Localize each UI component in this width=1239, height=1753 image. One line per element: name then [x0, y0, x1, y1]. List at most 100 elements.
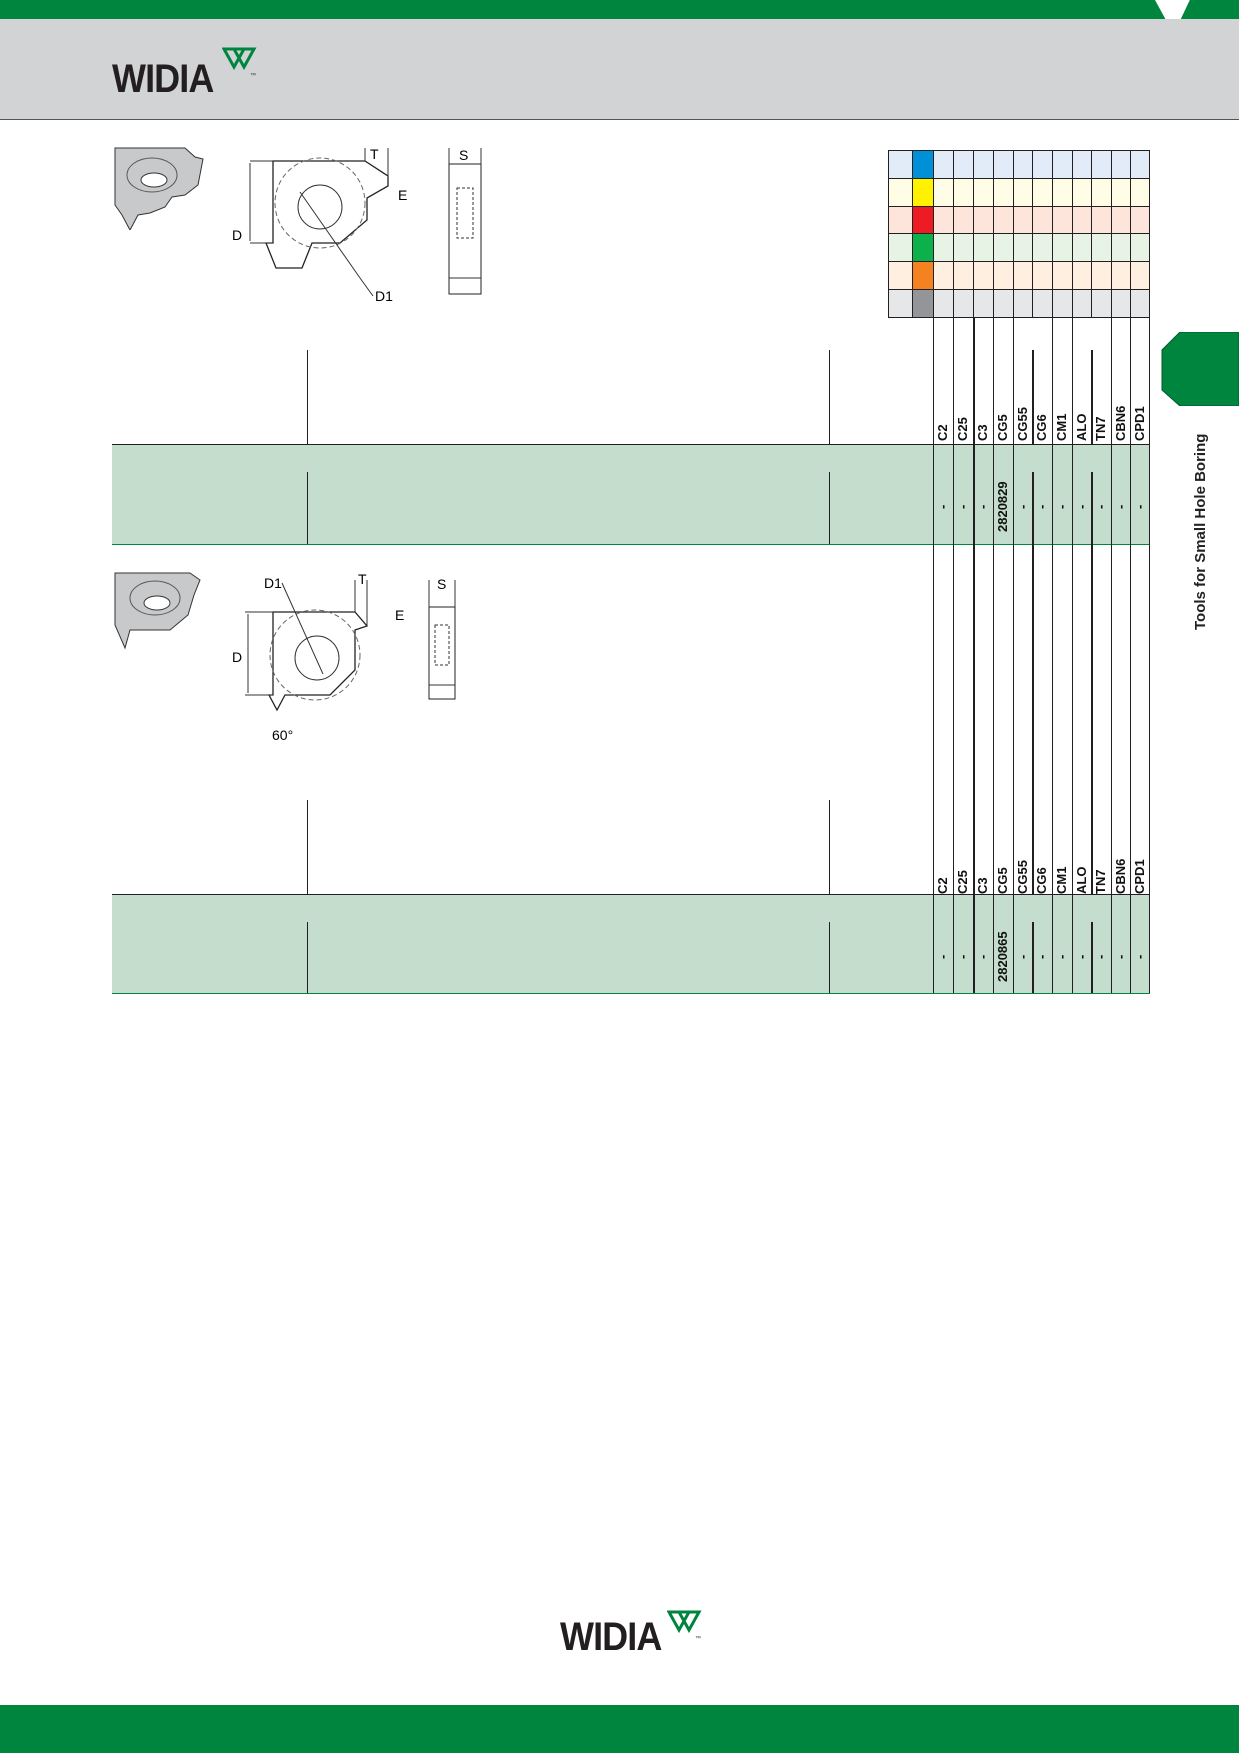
- matrix-cell: [1032, 289, 1053, 318]
- dim-d-label: D: [232, 649, 242, 665]
- matrix-cell: [993, 261, 1014, 290]
- column-divider: [953, 317, 954, 544]
- material-color-swatch: [912, 289, 934, 318]
- matrix-cell: [973, 150, 994, 179]
- material-color-swatch: [912, 206, 934, 234]
- grade-header-alo: ALO: [1074, 413, 1089, 441]
- matrix-cell: [953, 178, 974, 207]
- matrix-cell: [1013, 206, 1033, 234]
- matrix-cell: [1032, 206, 1053, 234]
- matrix-cell: [933, 233, 954, 262]
- matrix-cell: [1052, 150, 1073, 179]
- matrix-cell: [973, 289, 994, 318]
- grade-header-cpd1: CPD1: [1132, 406, 1147, 441]
- column-divider: [1130, 544, 1131, 993]
- column-divider: [829, 800, 830, 894]
- catalog-number-c3: -: [975, 504, 990, 510]
- catalog-number-cg55: -: [1015, 954, 1030, 959]
- matrix-cell: [1111, 233, 1131, 262]
- matrix-cell: [953, 289, 974, 318]
- column-divider: [1149, 317, 1150, 544]
- grade-header-c2: C2: [935, 877, 950, 894]
- column-divider: [1091, 544, 1093, 894]
- row-divider: [112, 894, 1150, 895]
- matrix-cell: [1130, 150, 1150, 179]
- matrix-cell: [993, 233, 1014, 262]
- matrix-cell: [953, 261, 974, 290]
- matrix-cell: [973, 261, 994, 290]
- grade-header-cg55: CG55: [1015, 407, 1030, 441]
- matrix-cell: [1013, 289, 1033, 318]
- catalog-number-c2: -: [935, 504, 950, 510]
- column-divider: [1013, 544, 1014, 993]
- matrix-cell: [1013, 150, 1033, 179]
- column-divider: [307, 800, 308, 894]
- column-divider: [829, 922, 830, 993]
- catalog-number-cg5: 2820865: [995, 931, 1010, 982]
- matrix-cell: [1130, 206, 1150, 234]
- insert-top-view-drawing: T E D D1 60°: [232, 571, 404, 743]
- dim-d1-label: D1: [375, 288, 393, 304]
- catalog-number-cbn6: -: [1113, 954, 1128, 959]
- insert-side-view-drawing: S: [448, 148, 482, 295]
- column-divider: [1091, 922, 1093, 993]
- column-divider: [1032, 472, 1034, 544]
- column-divider: [973, 317, 975, 544]
- catalog-number-cg6: -: [1034, 504, 1049, 510]
- catalog-number-cg5: 2820829: [995, 481, 1010, 533]
- matrix-cell: [993, 206, 1014, 234]
- grade-header-cm1: CM1: [1054, 866, 1069, 894]
- dim-t-label: T: [358, 571, 367, 587]
- matrix-cell: [1032, 261, 1053, 290]
- matrix-cell: [973, 206, 994, 234]
- dim-e-label: E: [395, 607, 404, 623]
- matrix-cell: [933, 178, 954, 207]
- matrix-cell: [1013, 178, 1033, 207]
- widia-logo: WIDIA: [112, 57, 214, 101]
- dim-s-label: S: [437, 576, 446, 592]
- dim-d1-label: D1: [264, 575, 282, 591]
- grade-header-c2: C2: [935, 424, 950, 441]
- column-divider: [1032, 922, 1034, 993]
- column-divider: [1091, 350, 1093, 444]
- grade-header-cbn6: CBN6: [1113, 405, 1128, 441]
- matrix-cell: [1032, 178, 1053, 207]
- column-divider: [1130, 317, 1131, 544]
- product-row: [112, 444, 1150, 544]
- column-divider: [953, 544, 954, 993]
- column-divider: [1052, 544, 1053, 993]
- grade-header-tn7: TN7: [1093, 416, 1108, 441]
- matrix-cell: [933, 150, 954, 179]
- matrix-cell: [953, 150, 974, 179]
- matrix-cell: [933, 289, 954, 318]
- matrix-cell: [1072, 261, 1092, 290]
- matrix-cell: [1091, 206, 1112, 234]
- section-tab: [1161, 332, 1239, 406]
- column-divider: [829, 472, 830, 544]
- matrix-cell: [953, 233, 974, 262]
- dim-angle-label: 60°: [272, 727, 293, 743]
- page-header: WIDIA ™: [0, 19, 1239, 120]
- matrix-cell: [1130, 261, 1150, 290]
- matrix-cell: [1111, 178, 1131, 207]
- catalog-number-cpd1: -: [1132, 504, 1147, 510]
- matrix-cell: [1052, 178, 1073, 207]
- material-color-swatch: [912, 150, 934, 179]
- matrix-cell: [1130, 289, 1150, 318]
- catalog-number-alo: -: [1074, 954, 1089, 959]
- column-divider: [307, 350, 308, 444]
- grade-header-alo: ALO: [1074, 866, 1089, 894]
- grade-header-cpd1: CPD1: [1132, 859, 1147, 894]
- matrix-cell: [1091, 289, 1112, 318]
- matrix-cell: [1072, 178, 1092, 207]
- catalog-number-c2: -: [935, 954, 950, 959]
- column-divider: [1149, 544, 1150, 993]
- tm-mark: ™: [250, 72, 256, 79]
- column-divider: [1111, 544, 1112, 993]
- matrix-cell: [1111, 150, 1131, 179]
- grade-header-cbn6: CBN6: [1113, 858, 1128, 894]
- catalog-number-cm1: -: [1054, 504, 1069, 510]
- matrix-cell: [1091, 233, 1112, 262]
- catalog-number-cpd1: -: [1132, 954, 1147, 959]
- dim-e-label: E: [398, 187, 407, 203]
